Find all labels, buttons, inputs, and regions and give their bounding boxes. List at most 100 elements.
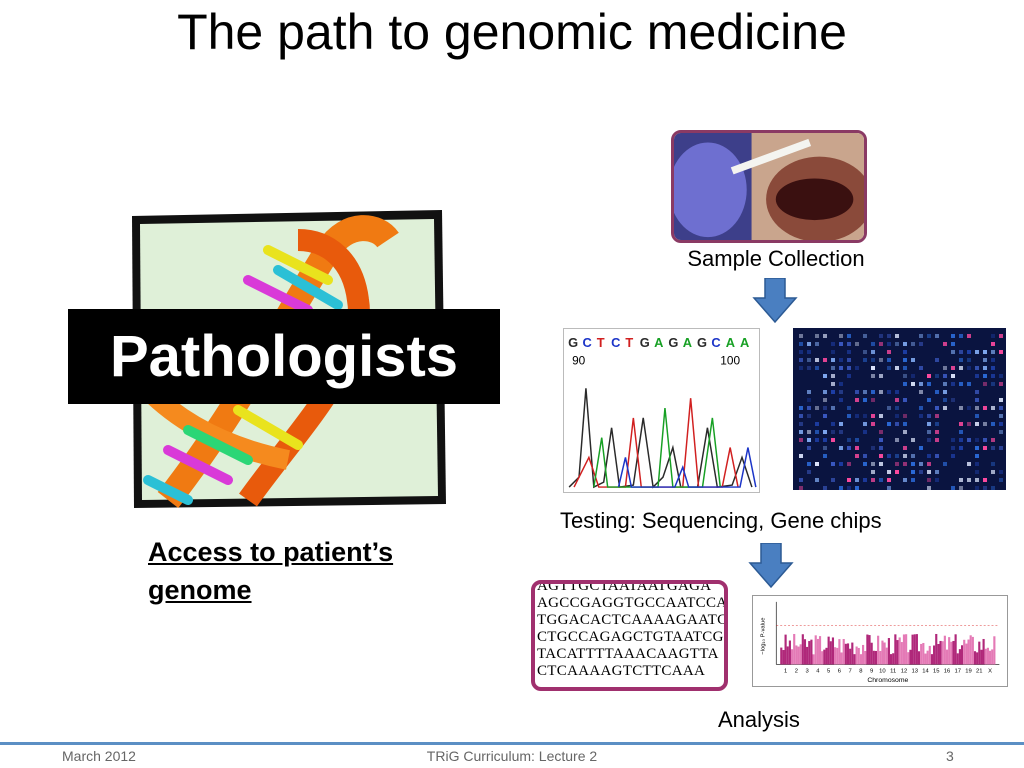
chip-spot [887,366,891,370]
chip-spot [815,342,819,346]
chip-spot [799,342,803,346]
chip-spot [815,366,819,370]
chip-spot [903,422,907,426]
manhattan-bar [991,649,994,665]
chip-spot [799,366,803,370]
chip-spot [855,486,859,490]
chromatogram-base: A [683,335,692,350]
chip-spot [807,358,811,362]
chip-spot [935,374,939,378]
manhattan-bar [969,635,972,665]
chip-spot [903,398,907,402]
manhattan-bar [952,640,955,665]
manhattan-bar [810,639,813,665]
chip-spot [879,374,883,378]
chip-spot [823,446,827,450]
chip-spot [927,334,931,338]
chip-spot [807,342,811,346]
chip-spot [903,430,907,434]
chip-spot [831,374,835,378]
manhattan-chromosome-tick: 15 [933,668,940,674]
sequence-line: CTCAAAAGTCTTCAAA [537,663,706,679]
manhattan-chromosome-tick: 8 [859,668,862,674]
chip-spot [903,454,907,458]
manhattan-xlabel: Chromosome [867,677,908,684]
chip-spot [975,350,979,354]
chip-spot [991,342,995,346]
chip-spot [871,366,875,370]
chromatogram-base: G [640,335,650,350]
chip-spot [863,398,867,402]
chip-spot [807,398,811,402]
chip-spot [935,470,939,474]
sequence-line: AGTTGCTAATAATGAGA [537,580,712,594]
chip-spot [863,478,867,482]
chip-spot [831,406,835,410]
chip-spot [879,430,883,434]
manhattan-bar [889,654,893,665]
chip-spot [839,430,843,434]
chip-spot [879,438,883,442]
chip-spot [871,414,875,418]
chip-spot [967,438,971,442]
gene-chip-image [793,328,1006,490]
chip-spot [919,342,923,346]
chip-spot [871,462,875,466]
chip-spot [935,334,939,338]
manhattan-bar [806,646,809,665]
chip-spot [911,478,915,482]
chromatogram-base: G [568,335,578,350]
chromatogram-position-100: 100 [720,354,740,368]
chip-spot [855,390,859,394]
chip-spot [999,414,1003,418]
chip-spot [983,446,987,450]
manhattan-bar [868,635,871,665]
manhattan-bar [939,640,942,665]
chip-spot [831,430,835,434]
chip-spot [855,414,859,418]
chip-spot [991,350,995,354]
chip-spot [887,334,891,338]
down-arrow-icon [748,543,794,589]
chip-spot [847,486,851,490]
chip-spot [863,462,867,466]
chip-spot [959,350,963,354]
chip-spot [975,414,979,418]
manhattan-chromosome-tick: 14 [922,668,929,674]
chip-spot [919,446,923,450]
chromatogram-base: T [625,335,633,350]
manhattan-chromosome-tick: 17 [955,668,962,674]
chip-spot [999,470,1003,474]
chip-spot [927,398,931,402]
chip-spot [799,414,803,418]
manhattan-bar [799,644,802,665]
chip-spot [951,374,955,378]
chip-spot [831,478,835,482]
chip-spot [935,422,939,426]
manhattan-bar [786,646,789,665]
chromatogram-base: A [654,335,663,350]
chip-spot [943,342,947,346]
chip-spot [799,454,803,458]
chip-spot [967,382,971,386]
chip-spot [887,470,891,474]
chip-spot [935,406,939,410]
chip-spot [863,334,867,338]
chromatogram-base: T [597,335,605,350]
manhattan-bar [894,634,897,665]
chip-spot [903,366,907,370]
chip-spot [903,358,907,362]
chip-spot [823,398,827,402]
manhattan-bar [984,648,987,665]
sequence-line: AGCCGAGGTGCCAATCCA [537,595,728,611]
chip-spot [831,342,835,346]
chip-spot [983,350,987,354]
chip-spot [839,390,843,394]
chip-spot [823,406,827,410]
manhattan-ylabel: −log₁₀ P-value [761,618,767,655]
chip-spot [871,358,875,362]
chip-spot [951,382,955,386]
chip-spot [959,446,963,450]
manhattan-bar [866,634,869,665]
